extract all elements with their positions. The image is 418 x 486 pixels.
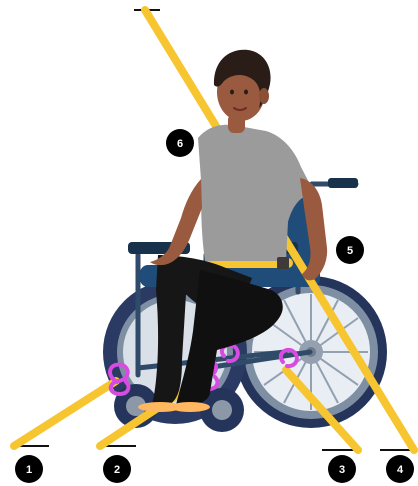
marker-5: 5 — [336, 236, 364, 264]
marker-label: 2 — [114, 464, 120, 476]
marker-2: 2 — [103, 455, 131, 483]
marker-3: 3 — [328, 455, 356, 483]
push-handle — [328, 178, 358, 188]
ear — [259, 88, 269, 104]
marker-label: 6 — [177, 138, 183, 150]
front-caster-right-center — [212, 400, 232, 420]
marker-label: 5 — [347, 245, 353, 257]
right-eye — [244, 90, 248, 95]
marker-label: 1 — [26, 464, 32, 476]
marker-4: 4 — [386, 455, 414, 483]
marker-label: 3 — [339, 464, 345, 476]
lap-belt-buckle — [277, 257, 289, 269]
marker-label: 4 — [397, 464, 404, 476]
strap-1 — [14, 381, 116, 446]
right-foot — [170, 402, 210, 412]
left-eye — [230, 90, 234, 95]
marker-1: 1 — [15, 455, 43, 483]
marker-6: 6 — [166, 129, 194, 157]
